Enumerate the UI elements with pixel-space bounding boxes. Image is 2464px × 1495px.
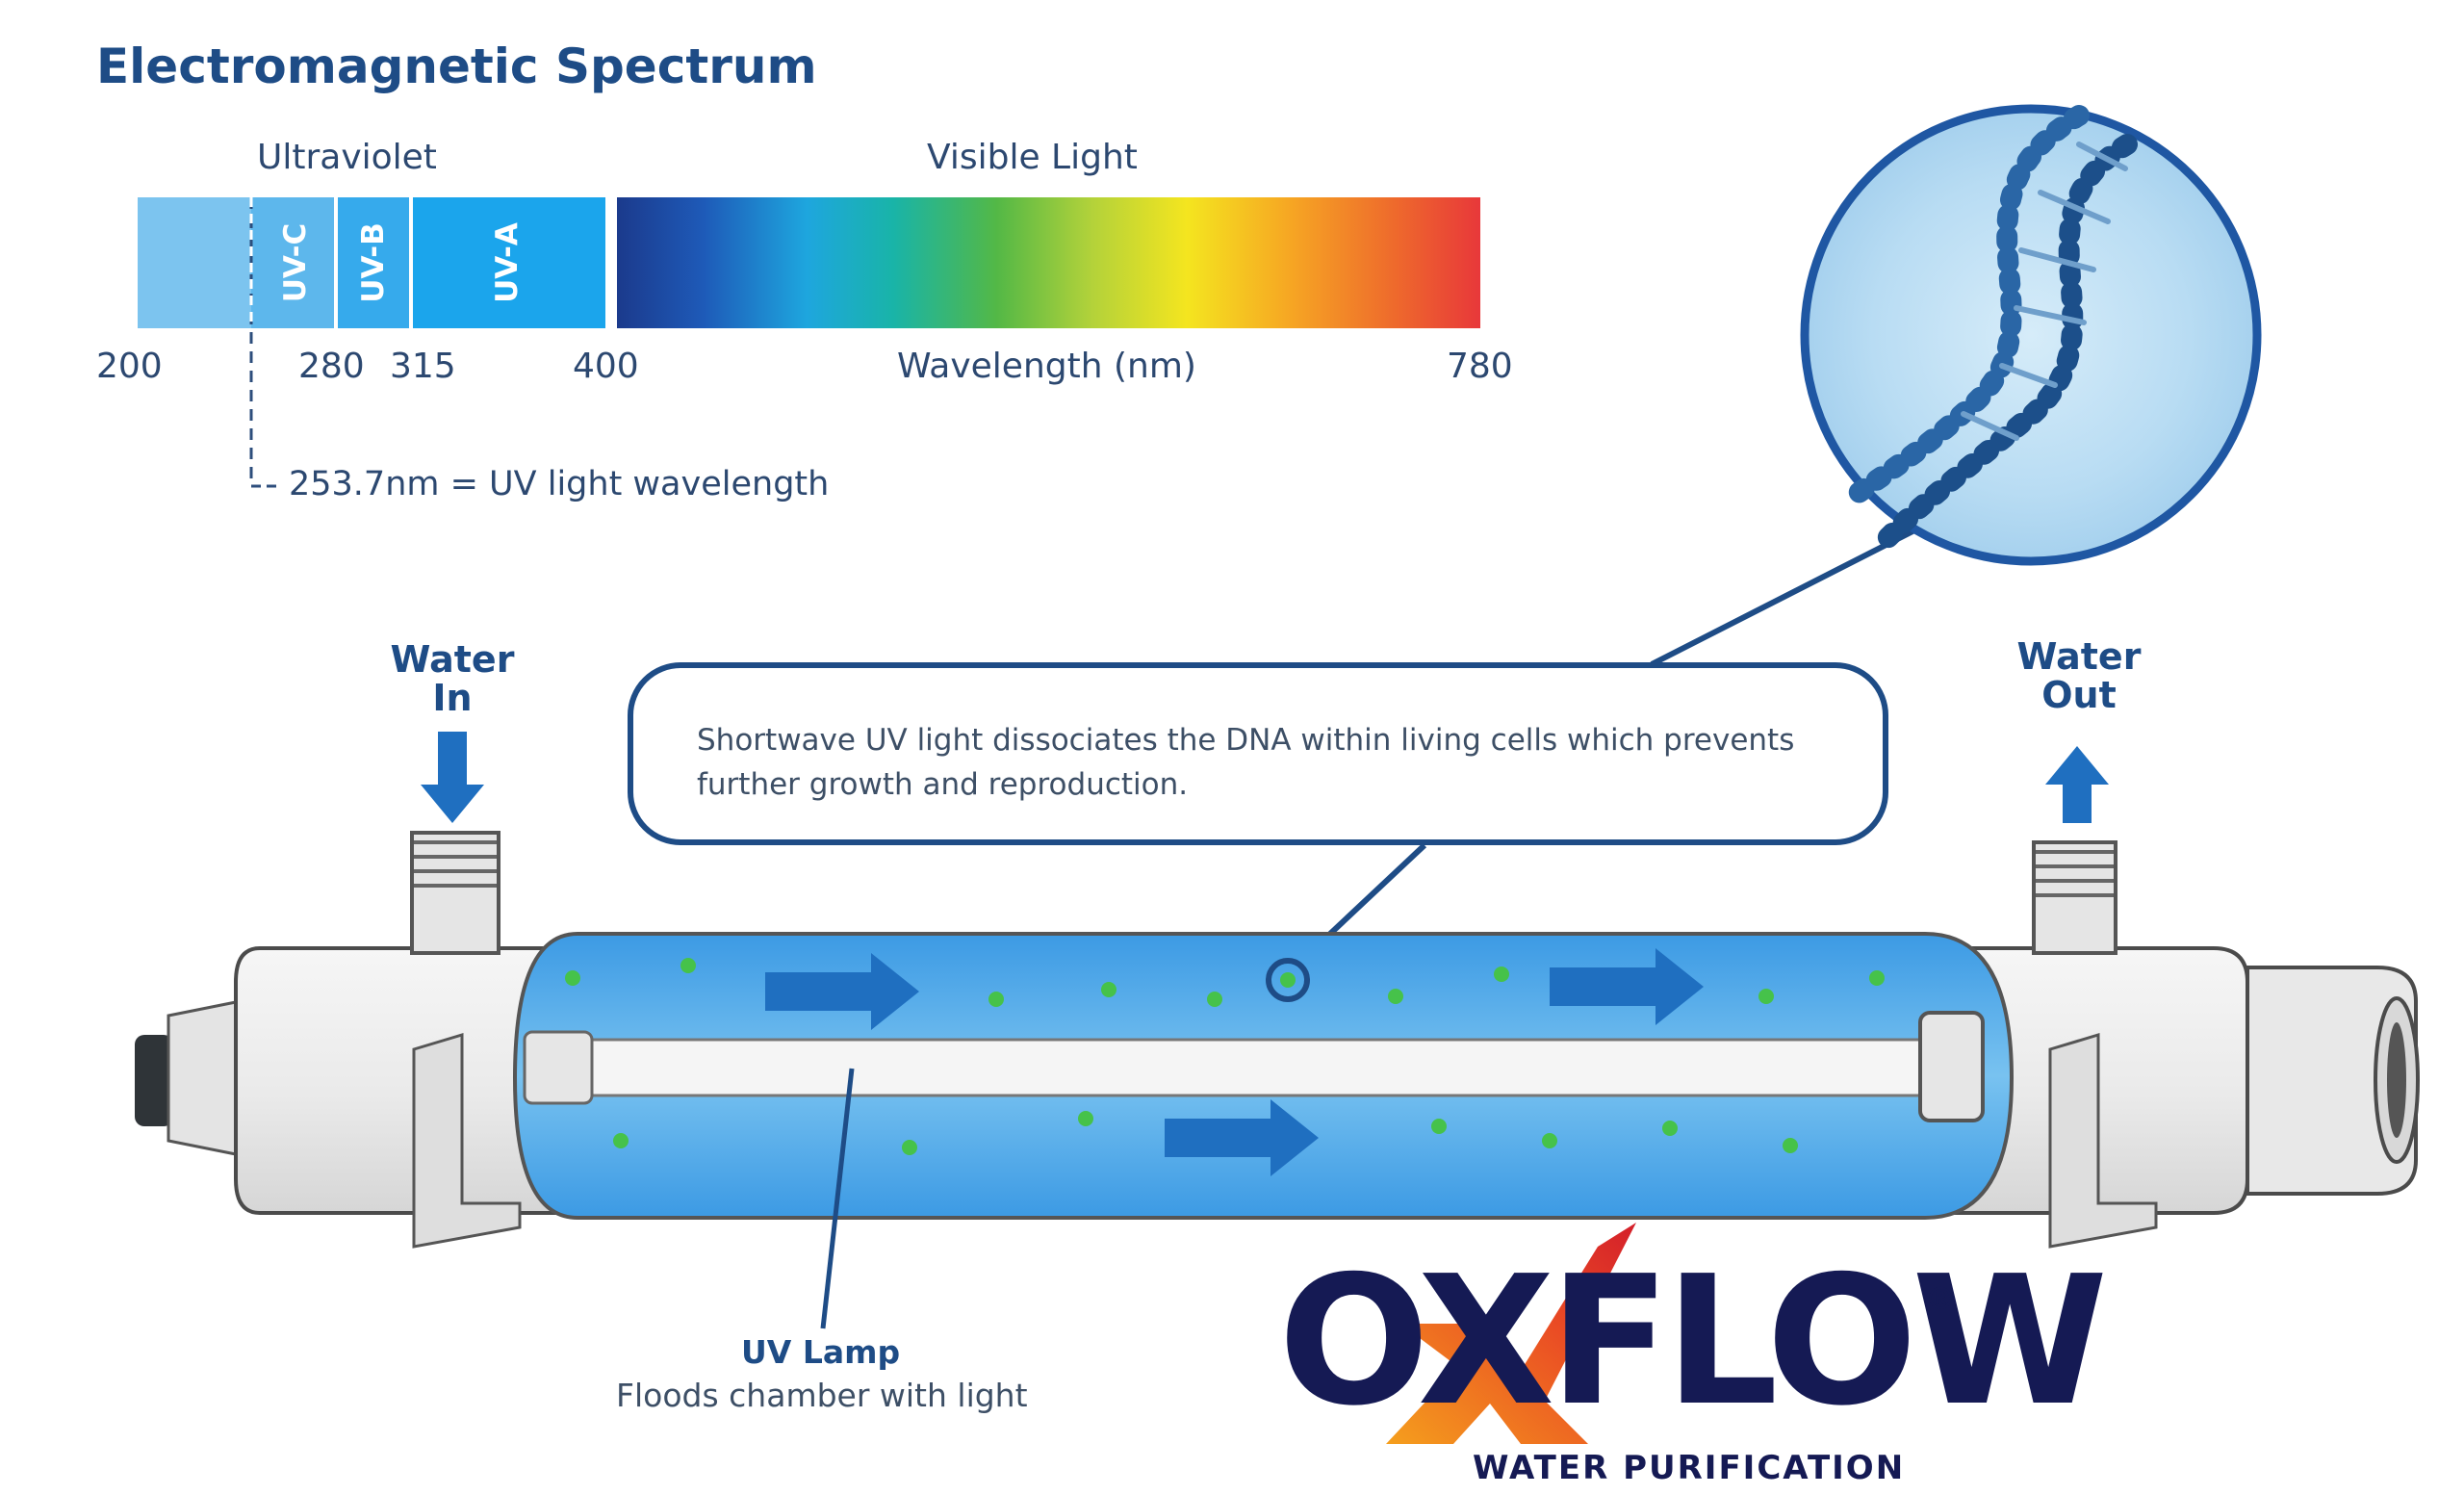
uv-lamp-desc: Floods chamber with light bbox=[616, 1377, 1028, 1414]
dna-callout-box: Shortwave UV light dissociates the DNA w… bbox=[628, 662, 1888, 845]
tick-780: 780 bbox=[1447, 347, 1513, 386]
oxflow-tagline: WATER PURIFICATION bbox=[1473, 1449, 1906, 1487]
lamp-right-nut bbox=[1918, 1011, 1985, 1122]
visible-light-label: Visible Light bbox=[927, 138, 1138, 177]
uv-wavelength-note: 253.7nm = UV light wavelength bbox=[289, 465, 830, 503]
right-bracket bbox=[2048, 1032, 2158, 1249]
visible-light-band bbox=[617, 197, 1480, 328]
left-inlet-cap bbox=[135, 1035, 173, 1126]
flow-arrow-icon bbox=[765, 948, 1704, 1176]
left-bracket bbox=[412, 1032, 522, 1249]
callout-text: Shortwave UV light dissociates the DNA w… bbox=[697, 723, 1795, 802]
uv-a-label: UV-A bbox=[490, 222, 525, 303]
water-out-line2: Out bbox=[2041, 674, 2117, 716]
arrow-up-icon bbox=[2045, 746, 2109, 823]
tick-315: 315 bbox=[390, 347, 456, 386]
inlet-thread bbox=[414, 840, 497, 888]
uv-a-band bbox=[413, 197, 605, 328]
axis-label: Wavelength (nm) bbox=[897, 347, 1196, 386]
highlighted-cell bbox=[1280, 972, 1296, 988]
tick-400: 400 bbox=[573, 347, 639, 386]
page-title: Electromagnetic Spectrum bbox=[96, 39, 817, 94]
uv-region-light bbox=[138, 197, 251, 328]
uv-lamp-title: UV Lamp bbox=[741, 1333, 901, 1371]
uv-b-band bbox=[338, 197, 409, 328]
right-outlet-hole bbox=[2387, 1022, 2406, 1138]
uv-c-band bbox=[251, 197, 334, 328]
tick-200: 200 bbox=[96, 347, 163, 386]
outlet-thread bbox=[2036, 850, 2114, 897]
uv-b-label: UV-B bbox=[356, 222, 391, 303]
water-in-label: Water In bbox=[385, 640, 520, 717]
inlet-pipe bbox=[410, 831, 500, 955]
lamp-left-socket bbox=[523, 1030, 594, 1105]
arrow-down-icon bbox=[421, 732, 484, 823]
tick-280: 280 bbox=[298, 347, 365, 386]
oxflow-logo: OXFLOW bbox=[1278, 1237, 2108, 1445]
highlighted-cell-circle bbox=[1266, 958, 1310, 1002]
logo-x-mark bbox=[1386, 1223, 1636, 1444]
water-in-line1: Water bbox=[390, 638, 515, 681]
uv-c-label: UV-C bbox=[278, 222, 313, 303]
water-in-line2: In bbox=[432, 677, 473, 719]
uv-lamp-tube bbox=[523, 1038, 1951, 1097]
registered-mark: ® bbox=[1925, 1280, 1956, 1317]
bacteria-particles bbox=[565, 958, 1885, 1155]
water-out-label: Water Out bbox=[2012, 637, 2146, 714]
outlet-pipe bbox=[2032, 840, 2118, 955]
ultraviolet-label: Ultraviolet bbox=[257, 138, 437, 177]
right-end-cap bbox=[2246, 966, 2418, 1196]
dna-strands bbox=[1837, 105, 2138, 550]
water-out-line1: Water bbox=[2016, 635, 2142, 678]
lamp-leader-line bbox=[820, 1068, 855, 1329]
